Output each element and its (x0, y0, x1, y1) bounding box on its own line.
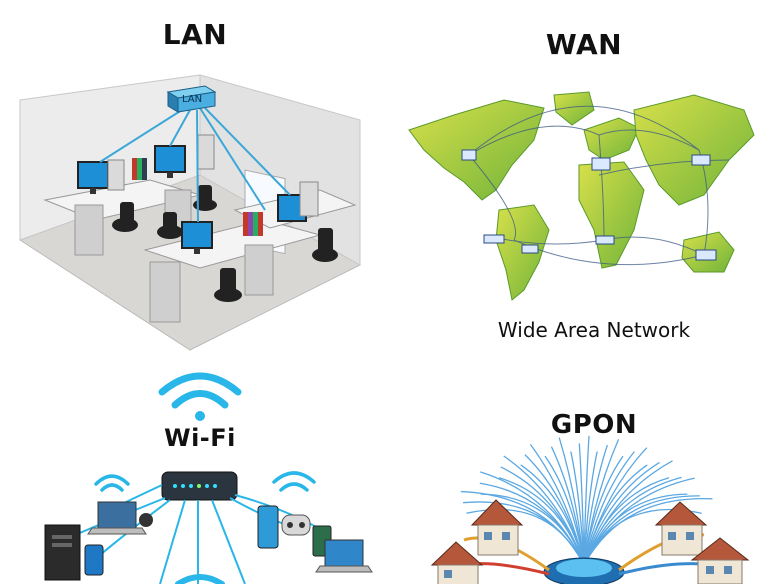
fiber-strand (583, 493, 688, 566)
wifi-small-icon-left (100, 483, 124, 492)
fiber-strand (583, 477, 670, 566)
fiber-strand (480, 471, 585, 566)
chair-1-back (120, 202, 134, 222)
pc-tower-2 (197, 134, 215, 170)
webcam (139, 513, 153, 527)
chair-3 (214, 288, 242, 302)
lan-office-illustration (18, 74, 362, 351)
house-right-top (654, 501, 708, 556)
wifi-router (161, 471, 238, 501)
gpon-title: GPON (550, 410, 638, 440)
gpon-panel: GPON (384, 360, 768, 584)
wifi-icon-dot (195, 411, 205, 421)
fiber-strand (583, 444, 608, 566)
lan-switch (166, 85, 217, 113)
smartphone-left (84, 544, 104, 576)
node-asia (691, 154, 711, 166)
fiber-strand (558, 437, 585, 566)
laptop-left (87, 501, 147, 535)
fiber-strand (583, 464, 648, 566)
wan-title: WAN (545, 28, 623, 61)
node-north-america (461, 149, 477, 161)
fiber-strand (583, 451, 598, 566)
fiber-strand (503, 455, 585, 566)
wan-connections (468, 105, 730, 266)
lan-panel: LAN (0, 0, 384, 360)
wan-world-map (408, 91, 755, 301)
wifi-title: Wi-Fi (164, 424, 236, 452)
game-controller (281, 514, 311, 536)
fiber-strand (578, 443, 585, 566)
fiber-strand (529, 443, 585, 566)
books-2 (243, 212, 263, 236)
pc-tower-1 (107, 159, 125, 191)
wan-caption: Wide Area Network (497, 318, 691, 342)
monitor-1 (77, 161, 109, 194)
house-right-bottom (690, 537, 750, 584)
pc-tower-3 (299, 181, 319, 217)
desktop-tower (44, 524, 81, 581)
node-south-america-west (483, 234, 505, 244)
lan-cables (99, 107, 291, 223)
fiber-strand (583, 455, 624, 566)
laptop-right (315, 539, 373, 573)
fiber-strand (583, 451, 635, 566)
books-1 (132, 158, 147, 180)
fiber-strand (460, 490, 585, 566)
smartphone-right (257, 505, 279, 549)
desk-center (143, 219, 322, 323)
fiber-strands (460, 435, 713, 566)
node-australia (695, 249, 717, 261)
wifi-bottom-icon (175, 574, 225, 584)
wifi-small-icon-right (279, 482, 309, 492)
fiber-strand (583, 498, 713, 566)
wifi-panel: Wi-Fi (0, 360, 384, 584)
europe (583, 117, 640, 161)
node-europe (591, 157, 611, 171)
fiber-strand (583, 460, 673, 566)
wifi-icon (158, 372, 242, 409)
house-left-top (470, 499, 524, 556)
wifi-illustration (44, 372, 373, 584)
house-left-bottom (430, 541, 484, 584)
asia (633, 94, 755, 206)
africa (578, 161, 645, 269)
lan-switch-label: LAN (181, 94, 203, 105)
node-south-america-east (521, 244, 539, 254)
wan-panel: WAN (384, 0, 768, 360)
node-africa (595, 235, 615, 245)
gpon-illustration (430, 435, 750, 584)
lan-title: LAN (162, 18, 228, 51)
